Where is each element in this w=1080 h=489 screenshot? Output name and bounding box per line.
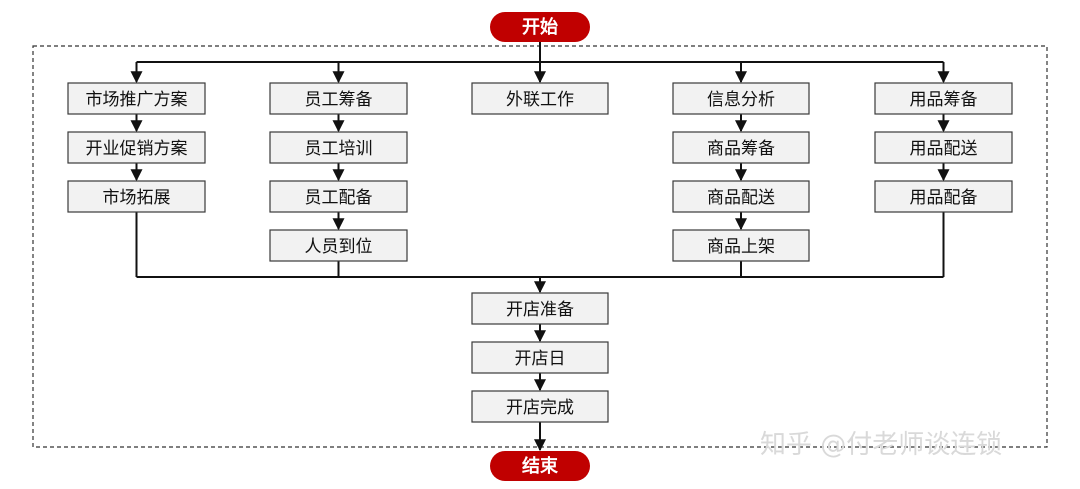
step-label: 员工筹备	[305, 90, 373, 110]
step-box: 商品配送	[672, 180, 810, 213]
end-node: 结束	[490, 451, 590, 481]
connector-lines	[130, 42, 950, 452]
column-staff: 员工筹备 员工培训 员工配备 人员到位	[269, 82, 408, 262]
step-label: 市场推广方案	[86, 90, 188, 110]
step-label: 市场拓展	[103, 188, 171, 208]
step-label: 人员到位	[305, 237, 373, 257]
step-box: 用品配送	[874, 131, 1013, 164]
step-box: 用品配备	[874, 180, 1013, 213]
step-label: 开店日	[515, 349, 566, 369]
step-label: 商品配送	[707, 188, 775, 208]
step-box: 市场拓展	[67, 180, 206, 213]
step-label: 信息分析	[707, 90, 775, 110]
step-label: 用品配送	[910, 139, 978, 159]
start-node: 开始	[490, 12, 590, 42]
step-label: 开店完成	[506, 398, 574, 418]
step-box: 商品上架	[672, 229, 810, 262]
start-pill	[490, 12, 590, 42]
end-label: 结束	[522, 455, 559, 477]
step-box: 用品筹备	[874, 82, 1013, 115]
step-label: 外联工作	[506, 90, 574, 110]
column-external: 外联工作	[471, 82, 609, 115]
step-label: 员工培训	[305, 139, 373, 159]
step-box: 开店完成	[471, 390, 609, 423]
step-label: 用品配备	[910, 188, 978, 208]
step-box: 员工培训	[269, 131, 408, 164]
step-label: 开店准备	[506, 300, 574, 320]
column-supplies: 用品筹备 用品配送 用品配备	[874, 82, 1013, 213]
step-box: 开业促销方案	[67, 131, 206, 164]
step-box: 员工筹备	[269, 82, 408, 115]
step-label: 商品筹备	[707, 139, 775, 159]
step-box: 人员到位	[269, 229, 408, 262]
step-box: 外联工作	[471, 82, 609, 115]
step-box: 信息分析	[672, 82, 810, 115]
column-goods: 信息分析 商品筹备 商品配送 商品上架	[672, 82, 810, 262]
watermark-text: 知乎 @付老师谈连锁	[760, 430, 1002, 460]
step-label: 员工配备	[305, 188, 373, 208]
step-box: 商品筹备	[672, 131, 810, 164]
step-box: 员工配备	[269, 180, 408, 213]
step-label: 商品上架	[707, 237, 775, 257]
step-box: 开店准备	[471, 292, 609, 325]
step-box: 开店日	[471, 341, 609, 374]
step-label: 开业促销方案	[86, 139, 188, 159]
column-market: 市场推广方案 开业促销方案 市场拓展	[67, 82, 206, 213]
end-pill	[490, 451, 590, 481]
start-label: 开始	[522, 16, 558, 38]
step-label: 用品筹备	[910, 90, 978, 110]
final-steps: 开店准备 开店日 开店完成	[471, 292, 609, 423]
step-box: 市场推广方案	[67, 82, 206, 115]
